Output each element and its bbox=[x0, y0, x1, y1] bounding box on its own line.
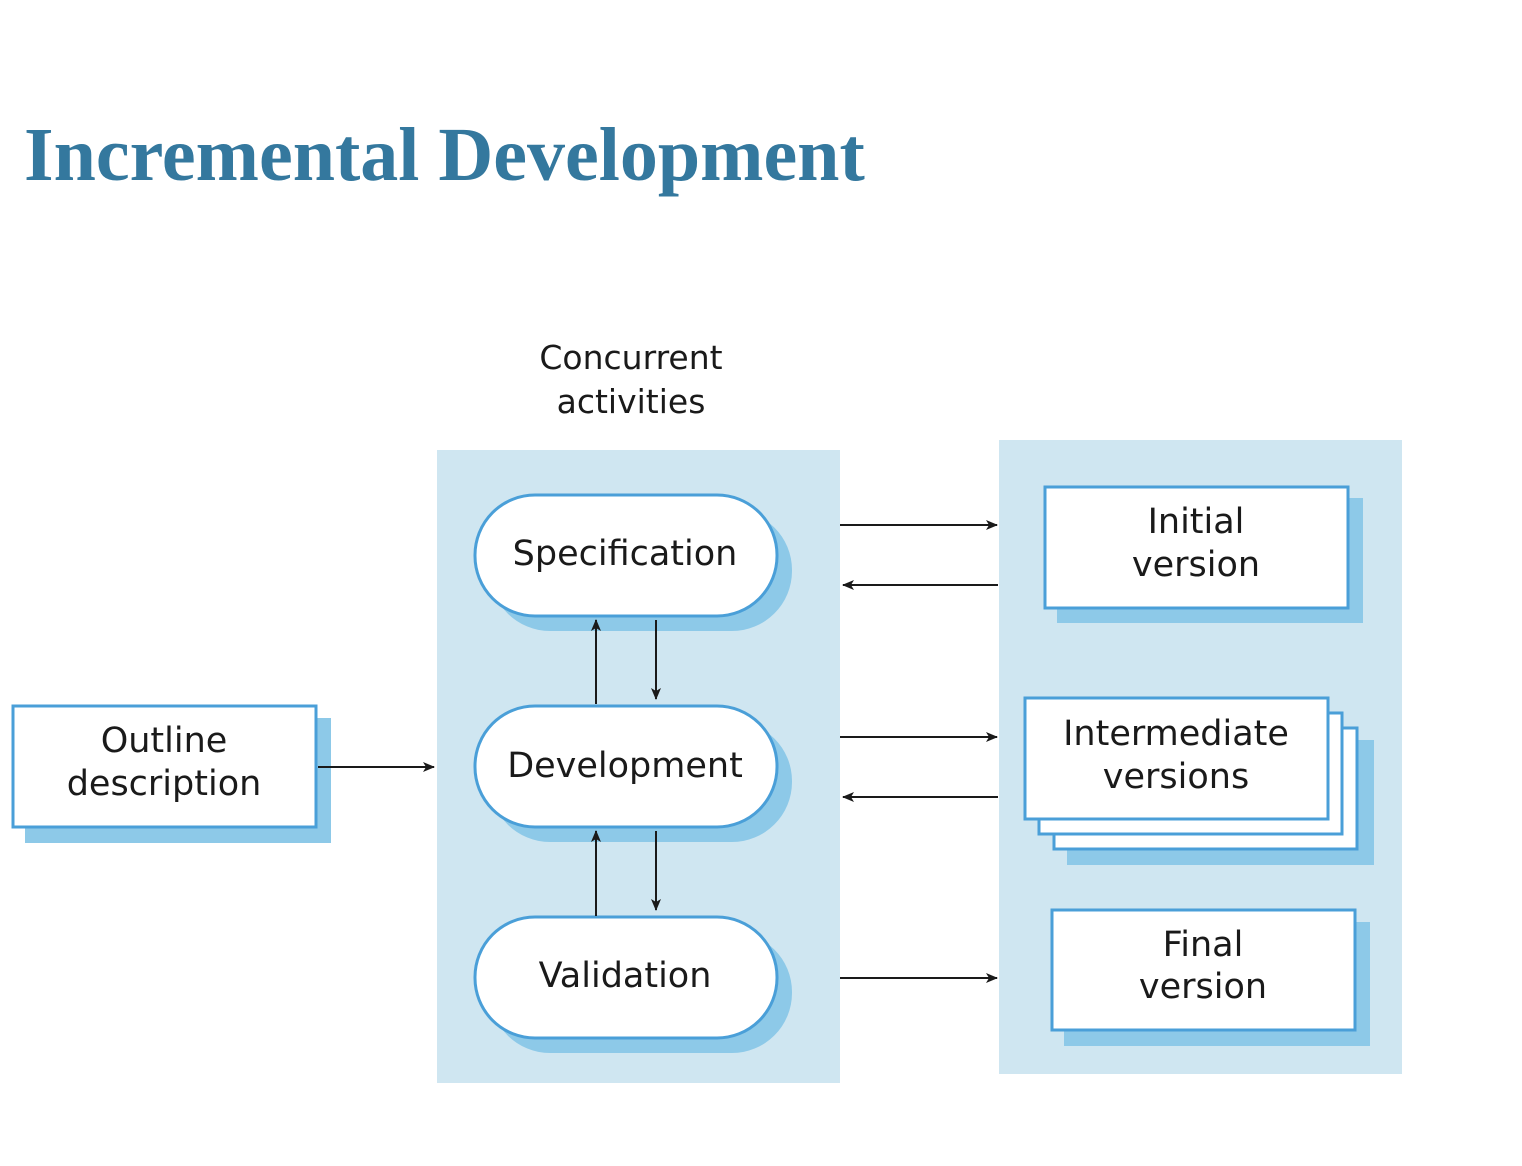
development-label: Development bbox=[507, 746, 743, 786]
final-version-label-line2: version bbox=[1139, 967, 1267, 1007]
final-version-label: Final bbox=[1163, 925, 1244, 965]
intermediate-versions-box: Intermediate versions bbox=[1023, 696, 1374, 865]
validation-activity: Validation bbox=[473, 915, 792, 1053]
outline-description-label-line2: description bbox=[67, 764, 262, 804]
initial-version-label-line2: version bbox=[1132, 545, 1260, 585]
specification-activity: Specification bbox=[473, 493, 792, 631]
initial-version-label: Initial bbox=[1148, 502, 1245, 542]
intermediate-versions-label-line2: versions bbox=[1103, 757, 1249, 797]
final-version-box: Final version bbox=[1050, 908, 1370, 1046]
outline-description-box: Outline description bbox=[11, 704, 331, 843]
page-title: Incremental Development bbox=[24, 113, 865, 197]
specification-label: Specification bbox=[513, 534, 738, 574]
development-activity: Development bbox=[473, 704, 792, 842]
outline-description-label: Outline bbox=[101, 721, 228, 761]
concurrent-activities-label: Concurrent bbox=[539, 338, 722, 377]
intermediate-versions-label: Intermediate bbox=[1063, 714, 1289, 754]
validation-label: Validation bbox=[539, 956, 712, 996]
initial-version-box: Initial version bbox=[1043, 485, 1363, 623]
concurrent-activities-label-line2: activities bbox=[557, 382, 706, 421]
